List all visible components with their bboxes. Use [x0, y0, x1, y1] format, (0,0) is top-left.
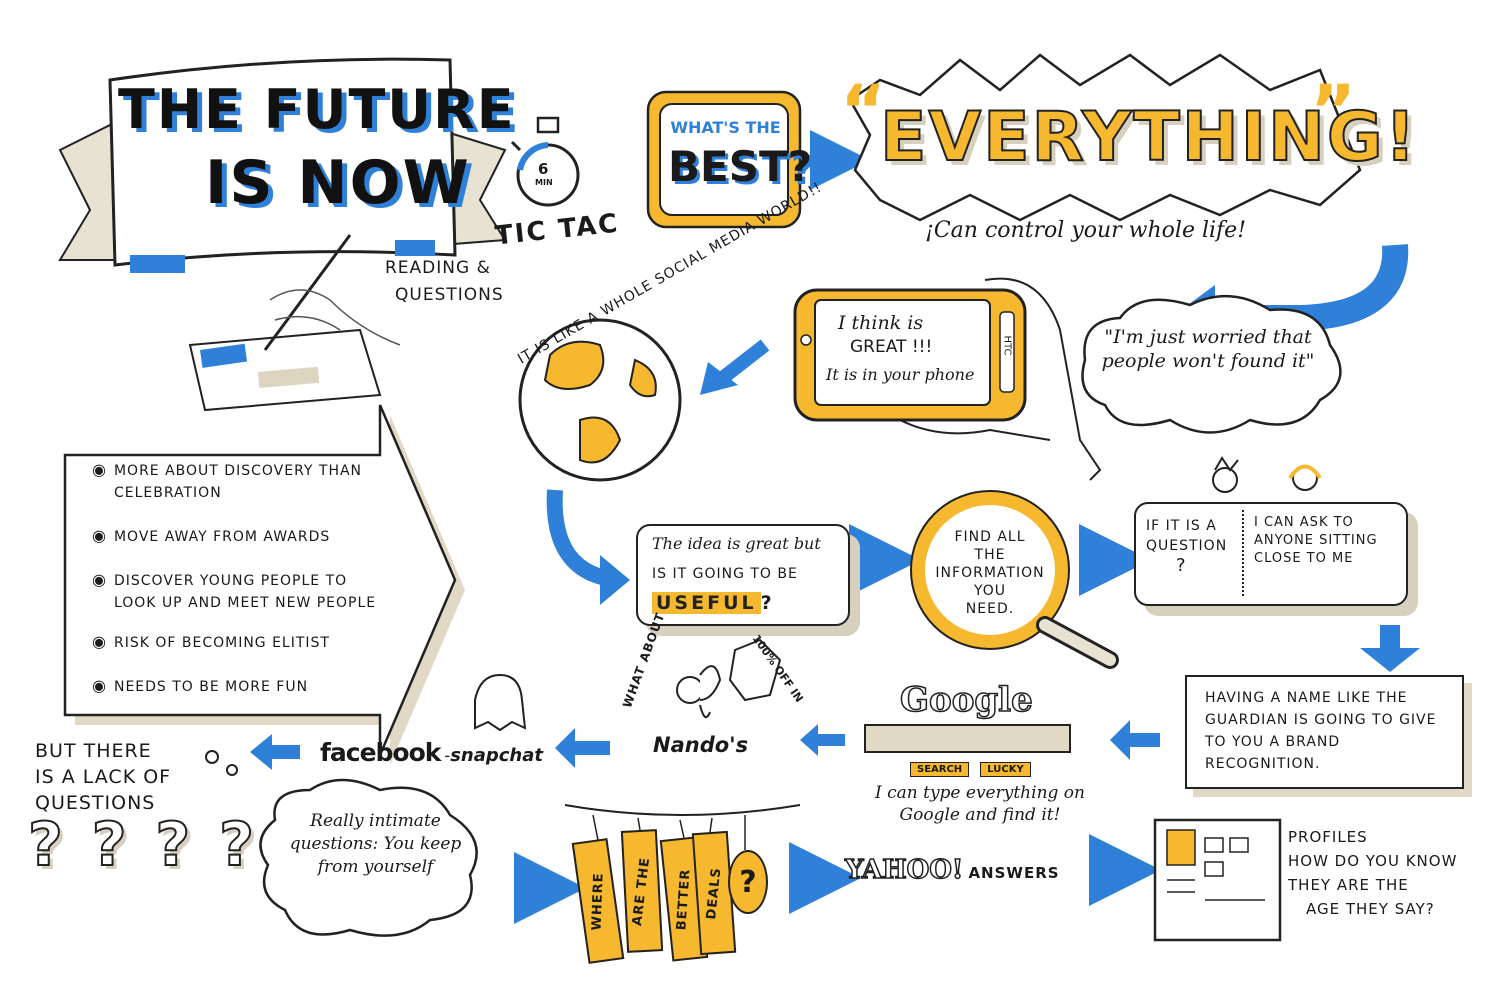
useful-line-2: is it GOING TO BE: [652, 566, 798, 582]
phone-line-2: GREAT !!!: [850, 337, 933, 357]
lack-line-3: QUESTIONS: [35, 792, 156, 814]
deals-question-tag: ?: [728, 850, 768, 914]
deals-string: [564, 804, 801, 816]
question-line-1: WHAT'S THE: [670, 118, 781, 137]
timer-unit: MIN: [535, 178, 553, 187]
deals-tag: ARE THE: [620, 829, 664, 953]
reading-line-1: READING &: [385, 258, 491, 278]
phone-device: [793, 277, 1102, 481]
profile-card-sketch: [1153, 818, 1282, 942]
quote-close: ”: [1310, 70, 1357, 152]
question-frame: [646, 90, 802, 229]
ideas-arrow-shape: [63, 404, 457, 756]
phone-line-3: It is in your phone: [826, 365, 975, 384]
bullet-icon: ◉: [92, 460, 106, 479]
brand-box: HAVING A NAME LIKE the guardian IS GOING…: [1185, 675, 1464, 789]
bullet-icon: ◉: [92, 676, 106, 695]
quote-open: “: [840, 70, 887, 152]
people-doodle: [1212, 456, 1322, 493]
google-search-bar: [864, 724, 1071, 753]
title-line-1: THE FUTURE: [118, 78, 516, 141]
everything-caption: ¡Can control your whole life!: [925, 218, 1247, 243]
intimate-text: Really intimate questions: You keep from…: [289, 811, 462, 877]
magnifier-line-5: NEED.: [965, 601, 1015, 617]
google-lucky-button[interactable]: LUCKY: [980, 762, 1031, 777]
useful-tail: ?: [760, 592, 775, 614]
google-search-button[interactable]: SEARCH: [910, 762, 970, 777]
google-caption: I can type everything on Google and find…: [874, 783, 1085, 825]
lack-text: BUT THERE IS A LACK OF QUESTIONS: [35, 738, 171, 816]
ideas-item: ◉ DISCOVER YOUNG PEOPLE TO LOOK UP AND M…: [92, 570, 382, 614]
magnifier-line-2: THE: [974, 547, 1006, 563]
snapchat-ghost-icon: [474, 673, 527, 732]
lack-line-1: BUT THERE: [35, 740, 152, 762]
reading-line-2: QUESTIONS: [395, 285, 504, 305]
ideas-item: ◉ RISK OF BECOMING ELITIST: [92, 632, 382, 654]
title-line-2: IS NOW: [205, 148, 471, 218]
useful-line-1: The idea is great but: [652, 534, 821, 553]
yahoo-answers: ANSWERS: [968, 864, 1060, 882]
lack-line-2: IS A LACK OF: [35, 766, 172, 788]
ideas-item: ◉ NEEDS TO BE MORE FUN: [92, 676, 382, 698]
brand-text: HAVING A NAME LIKE the guardian IS GOING…: [1205, 690, 1437, 772]
question-marks: ? ? ? ?: [27, 809, 258, 881]
profiles-line-2: HOW DO YOU KNOW: [1288, 852, 1458, 870]
google-logo: Google: [899, 679, 1033, 721]
ideas-list: ◉ MORE ABOUT DISCOVERY THAN CELEBRATION …: [92, 460, 382, 698]
yahoo-logo: YAHOO! ANSWERS: [844, 854, 1060, 886]
ideas-item: ◉ MOVE AWAY FROM AWARDS: [92, 526, 382, 548]
worry-text: "I'm just worried that people won't foun…: [1101, 326, 1315, 372]
magnifier-text: FIND ALL THE INFORMATION YOU NEED.: [935, 528, 1045, 618]
worry-cloud: [1081, 294, 1342, 434]
everything-word: EVERYTHING!: [879, 97, 1418, 178]
ask-box: IF IT IS A QUESTION ? I CAN ASK TO ANYON…: [1134, 502, 1408, 606]
bullet-icon: ◉: [92, 570, 106, 589]
ideas-item: ◉ MORE ABOUT DISCOVERY THAN CELEBRATION: [92, 460, 382, 504]
globe-icon: [518, 318, 682, 482]
profiles-line-1: PROFILES: [1288, 828, 1368, 846]
timer-value: 6: [538, 160, 549, 178]
arrow-phone-to-globe: [715, 339, 770, 386]
ask-left-2: QUESTION: [1146, 538, 1228, 554]
writing-hand-sketch: [188, 234, 401, 412]
facebook-logo: facebook: [320, 738, 441, 767]
magnifier-line-4: YOU: [973, 583, 1007, 599]
profiles-line-3: THEY ARE THE: [1288, 876, 1409, 894]
magnifier-line-1: FIND ALL: [954, 529, 1026, 545]
snapchat-logo: snapchat: [450, 745, 543, 766]
phone-line-1: I think is: [838, 312, 924, 334]
magnifier-icon: [910, 490, 1119, 669]
profiles-text: PROFILES HOW DO YOU KNOW THEY ARE THE AG…: [1288, 825, 1457, 921]
question-line-2: BEST?: [668, 142, 812, 191]
useful-box: The idea is great but is it GOING TO BE …: [636, 524, 850, 626]
bullet-icon: ◉: [92, 526, 106, 545]
ask-left-1: IF IT IS A: [1146, 518, 1217, 534]
nandos-name: Nando's: [653, 733, 749, 757]
nandos-rooster-icon: [676, 638, 782, 719]
title-ribbon: [58, 57, 507, 273]
magnifier-line-3: INFORMATION: [935, 565, 1045, 581]
social-logos: facebook-snapchat: [320, 738, 543, 767]
intimate-cloud: [259, 778, 478, 937]
bullet-icon: ◉: [92, 632, 106, 651]
everything-burst: [848, 53, 1362, 222]
profiles-line-4: AGE THEY SAY?: [1306, 900, 1435, 918]
stopwatch-icon: [510, 116, 580, 207]
ask-right: I CAN ASK TO ANYONE SITTING CLOSE TO ME: [1254, 515, 1378, 566]
ask-left-3: ?: [1176, 555, 1187, 576]
useful-highlight: USEFUL: [652, 592, 761, 614]
phone-brand: HTC: [1001, 335, 1013, 356]
yahoo-word: YAHOO!: [844, 854, 964, 886]
